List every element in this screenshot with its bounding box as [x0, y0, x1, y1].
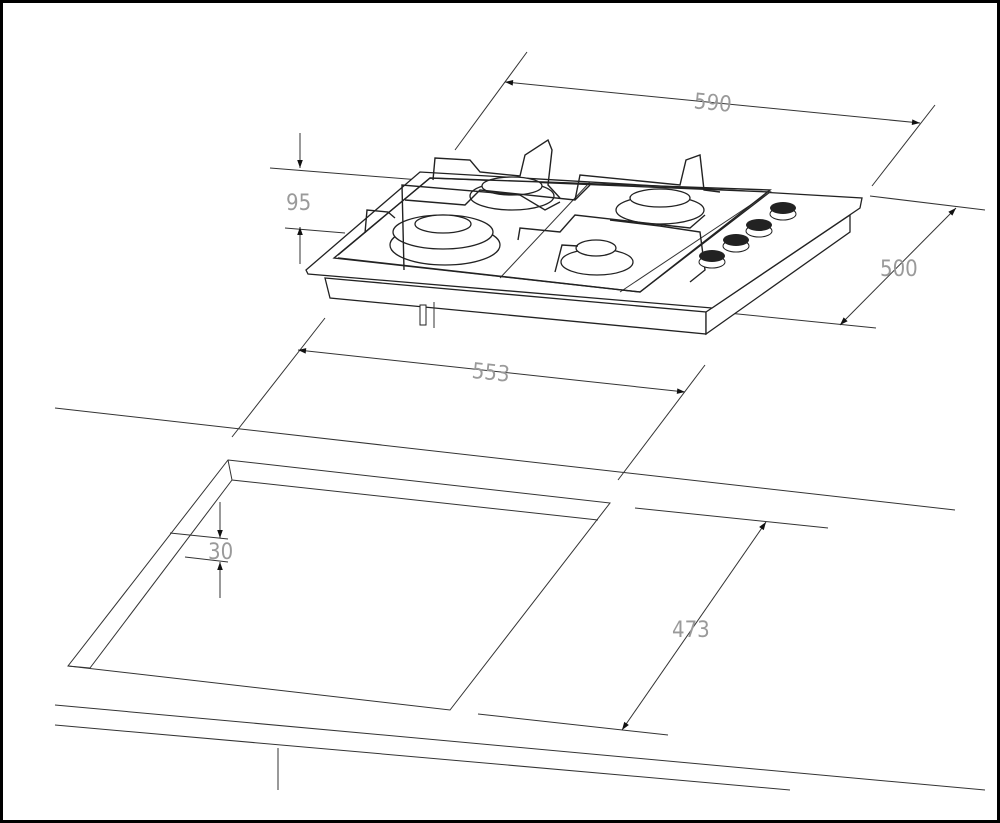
min-distance-label: 30	[208, 540, 233, 565]
dimension-hob-height: 95	[269, 133, 421, 264]
hob-height-label: 95	[286, 191, 311, 216]
dimension-hob-width: 590	[454, 51, 936, 187]
knob-2	[722, 234, 750, 253]
cutout-opening	[67, 459, 611, 711]
knob-3	[745, 219, 773, 238]
gas-hob	[305, 138, 863, 336]
dimension-cutout-depth: 473	[477, 507, 829, 736]
control-knobs	[698, 202, 797, 269]
burner-rear-right	[615, 188, 705, 225]
pan-supports	[337, 138, 772, 293]
cutout-depth-label: 473	[672, 618, 710, 643]
gas-connector	[419, 302, 435, 328]
hob-depth-label: 500	[880, 257, 918, 282]
knob-4	[769, 202, 797, 221]
hob-width-label: 590	[693, 89, 733, 118]
countertop	[54, 407, 986, 791]
burner-small	[560, 239, 634, 276]
cutout-width-label: 553	[471, 359, 511, 388]
burner-large	[389, 214, 501, 266]
dimension-hob-depth: 500	[717, 195, 986, 329]
knob-1	[698, 250, 726, 269]
dimension-min-distance: 30	[169, 502, 233, 598]
dimension-cutout-width: 553	[231, 317, 706, 481]
